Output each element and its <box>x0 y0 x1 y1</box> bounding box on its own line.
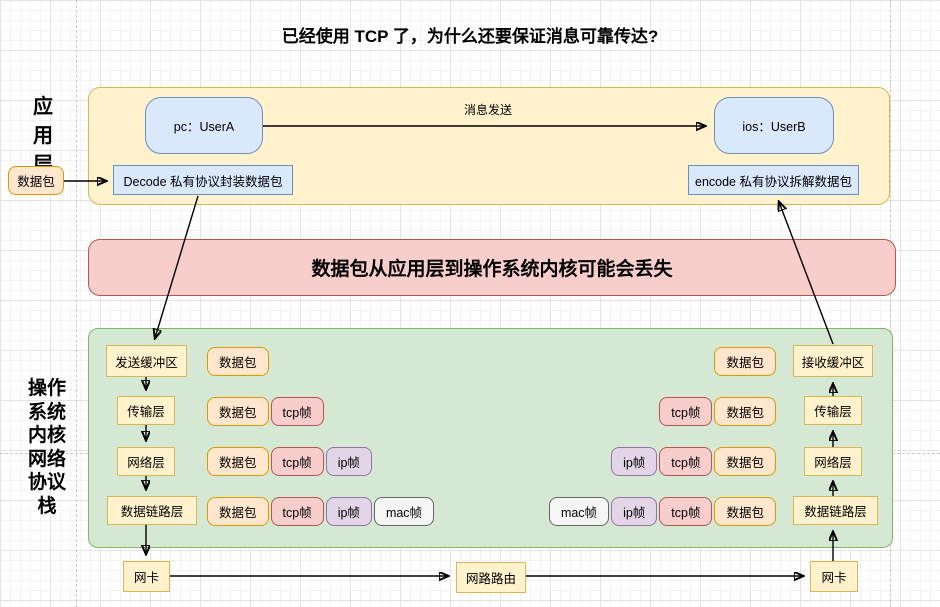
send-buffer-box: 发送缓冲区 <box>106 345 187 377</box>
receive-datalink-box: 数据链路层 <box>793 496 878 525</box>
frame-packet: 数据包 <box>714 397 776 426</box>
message-send-arrow-label: 消息发送 <box>463 103 512 117</box>
receive-transport-box: 传输层 <box>804 396 862 425</box>
node-pc-usera: pc：UserA <box>145 97 263 154</box>
nic-right-box: 网卡 <box>810 561 858 592</box>
frame-packet: 数据包 <box>714 497 776 526</box>
page-guide-vertical-right <box>890 0 891 607</box>
send-datalink-box: 数据链路层 <box>107 496 197 525</box>
source-packet-box: 数据包 <box>8 166 64 195</box>
send-transport-box: 传输层 <box>117 396 175 425</box>
nic-left-box: 网卡 <box>123 561 170 592</box>
frame-mac: mac帧 <box>373 497 435 526</box>
frame-tcp: tcp帧 <box>270 447 324 476</box>
frame-packet: 数据包 <box>207 497 269 526</box>
frame-ip: ip帧 <box>611 447 658 476</box>
frame-tcp: tcp帧 <box>659 447 713 476</box>
frame-ip: ip帧 <box>325 447 372 476</box>
node-ios-userb: ios：UserB <box>714 97 834 154</box>
router-box: 网路路由 <box>456 562 526 593</box>
frame-tcp: tcp帧 <box>270 497 324 526</box>
frame-tcp: tcp帧 <box>270 397 324 426</box>
frame-ip: ip帧 <box>325 497 372 526</box>
diagram-title: 已经使用 TCP 了，为什么还要保证消息可靠传达? <box>281 27 659 46</box>
frame-packet: 数据包 <box>207 347 269 376</box>
page-guide-vertical-left <box>76 0 77 607</box>
packet-loss-warning-banner: 数据包从应用层到操作系统内核可能会丢失 <box>88 239 896 296</box>
frame-packet: 数据包 <box>207 447 269 476</box>
frame-tcp: tcp帧 <box>659 397 713 426</box>
frame-mac: mac帧 <box>548 497 610 526</box>
frame-tcp: tcp帧 <box>659 497 713 526</box>
receive-buffer-box: 接收缓冲区 <box>793 345 873 377</box>
frame-row: 数据包 <box>714 347 776 376</box>
receive-network-box: 网络层 <box>804 447 862 476</box>
frame-packet: 数据包 <box>714 347 776 376</box>
frame-packet: 数据包 <box>207 397 269 426</box>
frame-row: tcp帧数据包 <box>659 397 776 426</box>
send-network-box: 网络层 <box>117 447 175 476</box>
frame-packet: 数据包 <box>714 447 776 476</box>
kernel-protocol-stack-label: 操作 系统 内核 网络 协议 栈 <box>27 378 66 517</box>
encode-protocol-box: encode 私有协议拆解数据包 <box>688 165 859 195</box>
frame-row: 数据包 <box>207 347 269 376</box>
decode-protocol-box: Decode 私有协议封装数据包 <box>113 165 293 195</box>
frame-ip: ip帧 <box>611 497 658 526</box>
